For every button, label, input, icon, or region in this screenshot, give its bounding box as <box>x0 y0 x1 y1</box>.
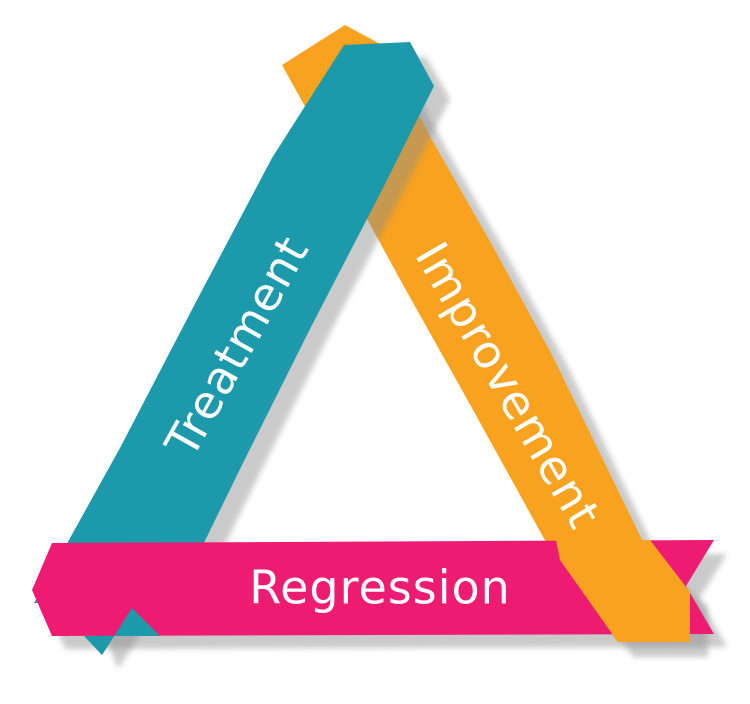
regression-label: Regression <box>249 561 511 615</box>
regression-band-shape <box>32 540 714 636</box>
treatment-band-shape <box>34 42 434 655</box>
improvement-tip-overlap <box>556 540 690 642</box>
improvement-tip-shape <box>556 540 690 642</box>
regression-band: Regression <box>32 540 727 649</box>
treatment-tip-shape <box>84 608 160 655</box>
treatment-tip-overlap <box>84 608 160 655</box>
